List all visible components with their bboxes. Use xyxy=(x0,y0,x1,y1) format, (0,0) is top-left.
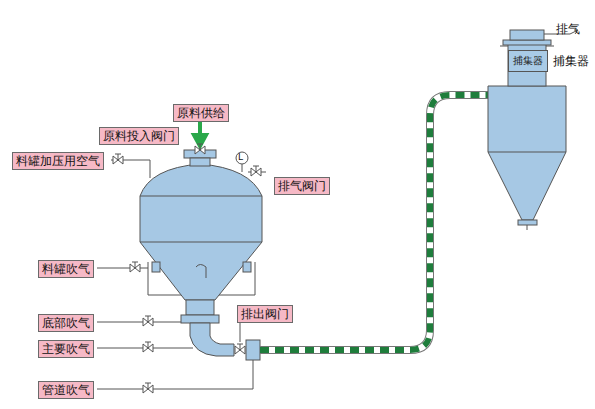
exhaust-label: 排气 xyxy=(556,22,580,36)
label-box: 底部吹气 xyxy=(38,314,94,332)
node-text: 主要吹气 xyxy=(42,342,90,356)
air-lines xyxy=(97,160,266,389)
label-box: 排出阀门 xyxy=(237,305,293,323)
node-text: 排出阀门 xyxy=(241,307,289,321)
collector-box: 捕集器捕集器 xyxy=(508,50,548,72)
feed-arrow xyxy=(194,122,206,146)
label-box: 排气阀门 xyxy=(274,177,330,195)
label-box: 料罐加压用空气 xyxy=(12,152,104,170)
level-sensor xyxy=(236,152,248,164)
label-box: 原料投入阀门 xyxy=(99,127,179,145)
sensor-stem xyxy=(242,164,243,172)
sensor-letter: L xyxy=(238,151,243,163)
label-box: 管道吹气 xyxy=(38,381,94,399)
tank xyxy=(140,150,262,360)
label-box: 主要吹气 xyxy=(38,340,94,358)
node-text: 原料供给 xyxy=(177,106,225,120)
node-text: 底部吹气 xyxy=(42,316,90,330)
label-box: 料罐吹气 xyxy=(38,260,94,278)
node-text: 料罐加压用空气 xyxy=(16,154,100,168)
pipeline xyxy=(260,95,488,350)
node-text: 原料投入阀门 xyxy=(103,129,175,143)
node-text: 捕集器 xyxy=(509,55,547,67)
node-text: 料罐吹气 xyxy=(42,262,90,276)
node-text: 捕集器 xyxy=(553,54,589,68)
node-text: 管道吹气 xyxy=(42,383,90,397)
node-text: 排气阀门 xyxy=(278,179,326,193)
label-box: 原料供给 xyxy=(173,104,229,122)
